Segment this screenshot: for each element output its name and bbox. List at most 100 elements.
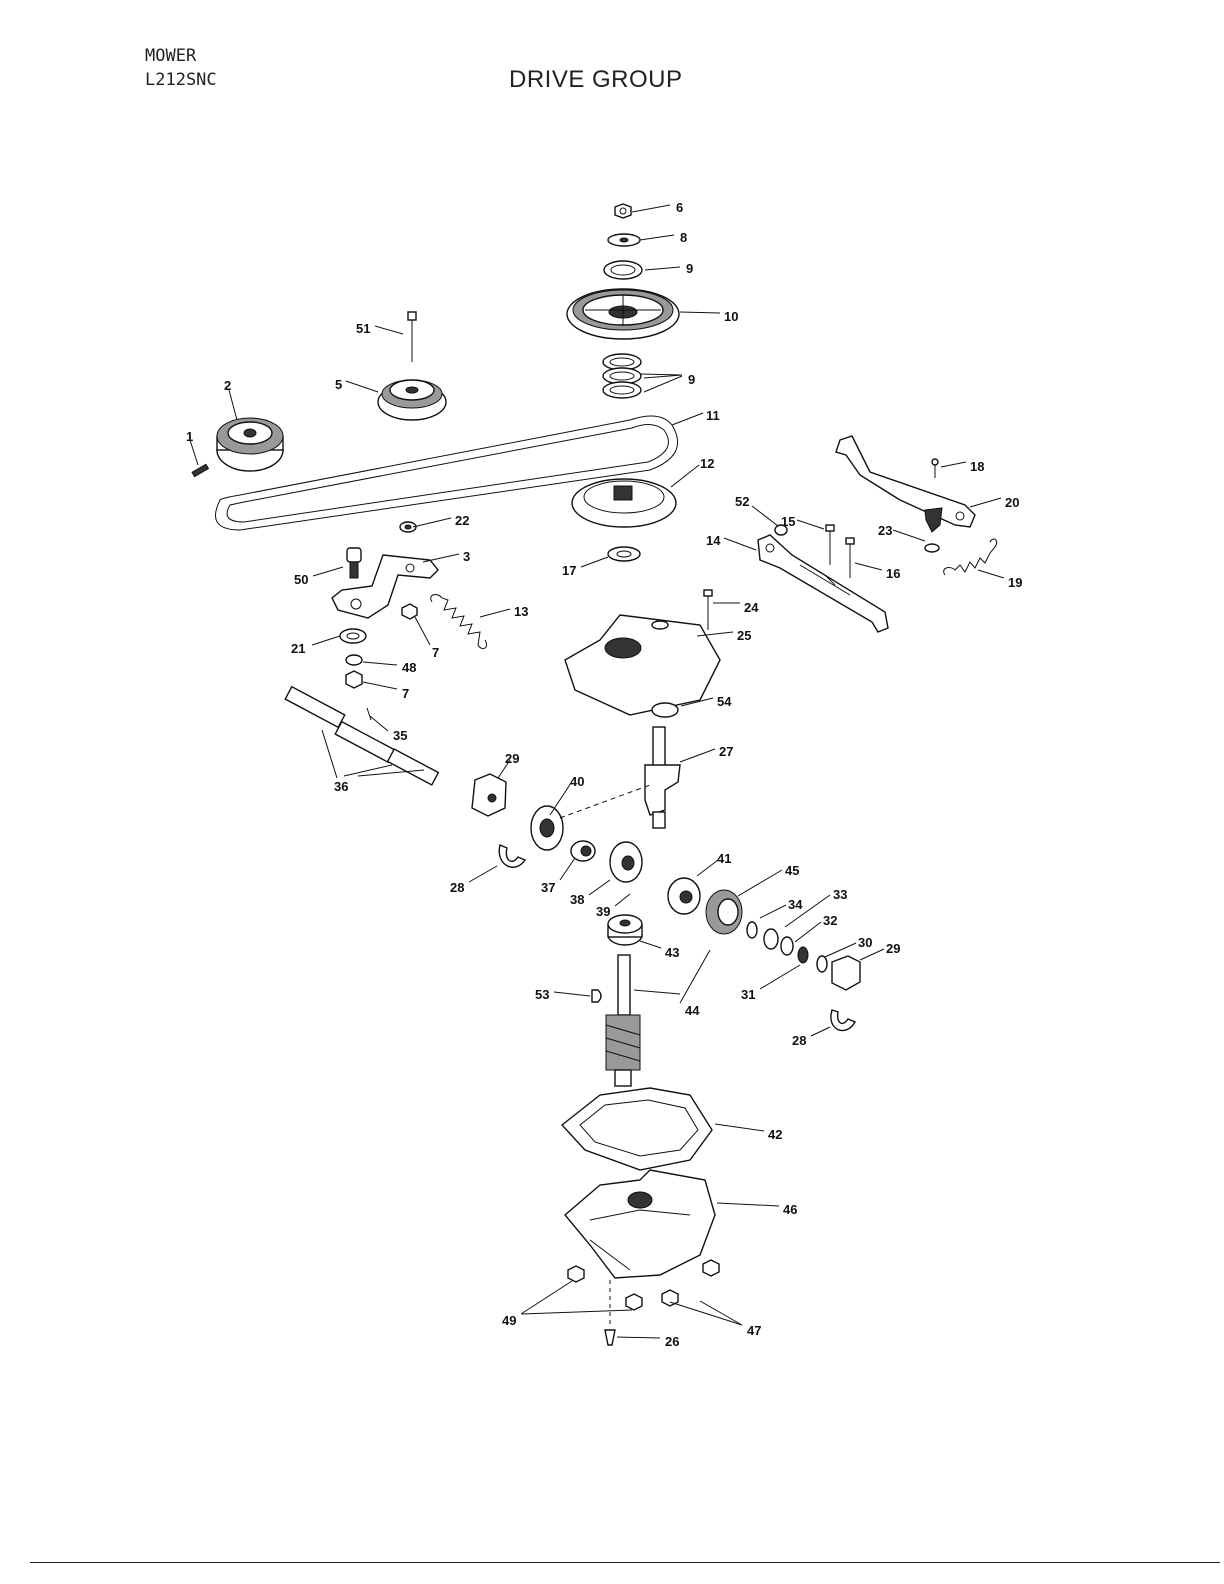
leader-line-c49 xyxy=(520,1280,573,1315)
leader-line-c5 xyxy=(345,380,379,393)
leader-line-c15 xyxy=(796,519,825,530)
part-washer-52 xyxy=(774,524,788,536)
leader-line-c21 xyxy=(311,635,341,646)
part-number-c14: 14 xyxy=(706,533,721,548)
leader-line-c34 xyxy=(759,904,787,919)
leader-line-c43 xyxy=(639,940,662,949)
leader-line-c46 xyxy=(716,1202,780,1207)
part-block-29a xyxy=(471,773,507,817)
leader-line-c17 xyxy=(580,556,609,568)
leader-line-c41 xyxy=(696,859,719,877)
part-number-c21: 21 xyxy=(291,641,305,656)
part-number-c16: 16 xyxy=(886,566,900,581)
model-line-number: L212SNC xyxy=(145,70,217,90)
part-number-c39: 39 xyxy=(596,904,610,919)
part-number-c34: 34 xyxy=(788,897,803,912)
part-number-c41: 41 xyxy=(717,851,731,866)
part-number-c48: 48 xyxy=(402,660,416,675)
part-spring-13 xyxy=(430,594,488,650)
part-number-c31: 31 xyxy=(741,987,755,1002)
part-number-c28b: 28 xyxy=(792,1033,806,1048)
part-lever-20 xyxy=(835,435,976,533)
part-block-29b xyxy=(831,955,861,991)
leader-line-c12 xyxy=(670,464,700,488)
part-gear-43 xyxy=(607,914,643,946)
part-number-c20: 20 xyxy=(1005,495,1019,510)
part-bolt-15 xyxy=(825,524,835,565)
part-bolt-24 xyxy=(703,589,713,630)
leader-line-c32 xyxy=(794,921,822,943)
part-washer-34 xyxy=(746,921,758,939)
part-number-c6: 6 xyxy=(676,200,683,215)
leader-line-c33 xyxy=(784,894,831,928)
leader-line-c11 xyxy=(671,412,704,426)
part-washer-33 xyxy=(763,928,779,950)
leader-line-c52 xyxy=(751,505,779,527)
part-washer-23 xyxy=(924,543,940,553)
part-bushing-37 xyxy=(570,840,596,862)
part-number-c8: 8 xyxy=(680,230,687,245)
part-number-c1: 1 xyxy=(186,429,193,444)
part-number-c45: 45 xyxy=(785,863,799,878)
leader-line-c1 xyxy=(189,439,199,466)
leader-line-c9a xyxy=(644,266,681,271)
leader-line-c44 xyxy=(633,989,681,995)
part-nut-7b xyxy=(345,670,363,689)
part-bolt-51 xyxy=(407,311,417,362)
part-extra-leaders xyxy=(321,374,743,1326)
part-number-c52: 52 xyxy=(735,494,749,509)
leader-line-c37 xyxy=(559,857,576,881)
part-number-c29a: 29 xyxy=(505,751,519,766)
part-number-c13: 13 xyxy=(514,604,528,619)
part-clip-28a xyxy=(498,844,527,868)
part-pulley-10 xyxy=(566,288,680,340)
part-number-c50: 50 xyxy=(294,572,308,587)
leader-line-c48 xyxy=(362,661,398,666)
part-washer-32 xyxy=(780,936,794,956)
part-number-c33: 33 xyxy=(833,887,847,902)
leader-line-c16 xyxy=(854,562,883,571)
part-number-c30: 30 xyxy=(858,935,872,950)
page-title: DRIVE GROUP xyxy=(509,66,683,93)
part-washer-48 xyxy=(345,654,363,666)
part-number-c46: 46 xyxy=(783,1202,797,1217)
part-number-c44: 44 xyxy=(685,1003,700,1018)
leader-line-c28a xyxy=(468,865,498,883)
leader-line-c26 xyxy=(616,1336,661,1339)
part-number-c9a: 9 xyxy=(686,261,693,276)
leader-line-c28b xyxy=(810,1026,831,1037)
part-number-c53: 53 xyxy=(535,987,549,1002)
leader-line-c20 xyxy=(969,497,1002,508)
part-shaft-27 xyxy=(644,726,681,829)
leader-line-c42 xyxy=(714,1123,765,1132)
leader-line-c40 xyxy=(549,782,572,816)
part-bearing-9-top xyxy=(603,260,643,280)
part-bushing-54 xyxy=(651,702,679,718)
leader-line-c6 xyxy=(631,204,671,213)
part-number-c51: 51 xyxy=(356,321,370,336)
part-pulley-12 xyxy=(571,478,677,528)
model-label: MOWER L212SNC xyxy=(145,44,217,92)
part-number-c29b: 29 xyxy=(886,941,900,956)
part-washer-21 xyxy=(339,628,367,644)
part-worm-shaft-44 xyxy=(605,954,641,1087)
leader-line-c9b xyxy=(639,373,683,376)
part-number-c2: 2 xyxy=(224,378,231,393)
part-axles-36 xyxy=(284,685,440,786)
part-number-c25: 25 xyxy=(737,628,751,643)
leader-line-c14 xyxy=(723,537,757,551)
part-number-c11: 11 xyxy=(706,408,720,423)
part-pin-35 xyxy=(366,707,372,721)
leader-line-c25 xyxy=(696,631,734,637)
part-washer-31 xyxy=(797,946,809,964)
part-number-c24: 24 xyxy=(744,600,759,615)
part-gear-45 xyxy=(705,889,743,935)
leader-line-c31 xyxy=(759,964,801,990)
part-number-c54: 54 xyxy=(717,694,732,709)
leader-line-c18 xyxy=(940,461,967,468)
part-number-c3: 3 xyxy=(463,549,470,564)
leader-line-c35 xyxy=(369,715,389,732)
leader-line-c7a xyxy=(414,616,431,646)
part-washer-22 xyxy=(399,521,417,533)
leader-line-c2 xyxy=(228,389,238,421)
